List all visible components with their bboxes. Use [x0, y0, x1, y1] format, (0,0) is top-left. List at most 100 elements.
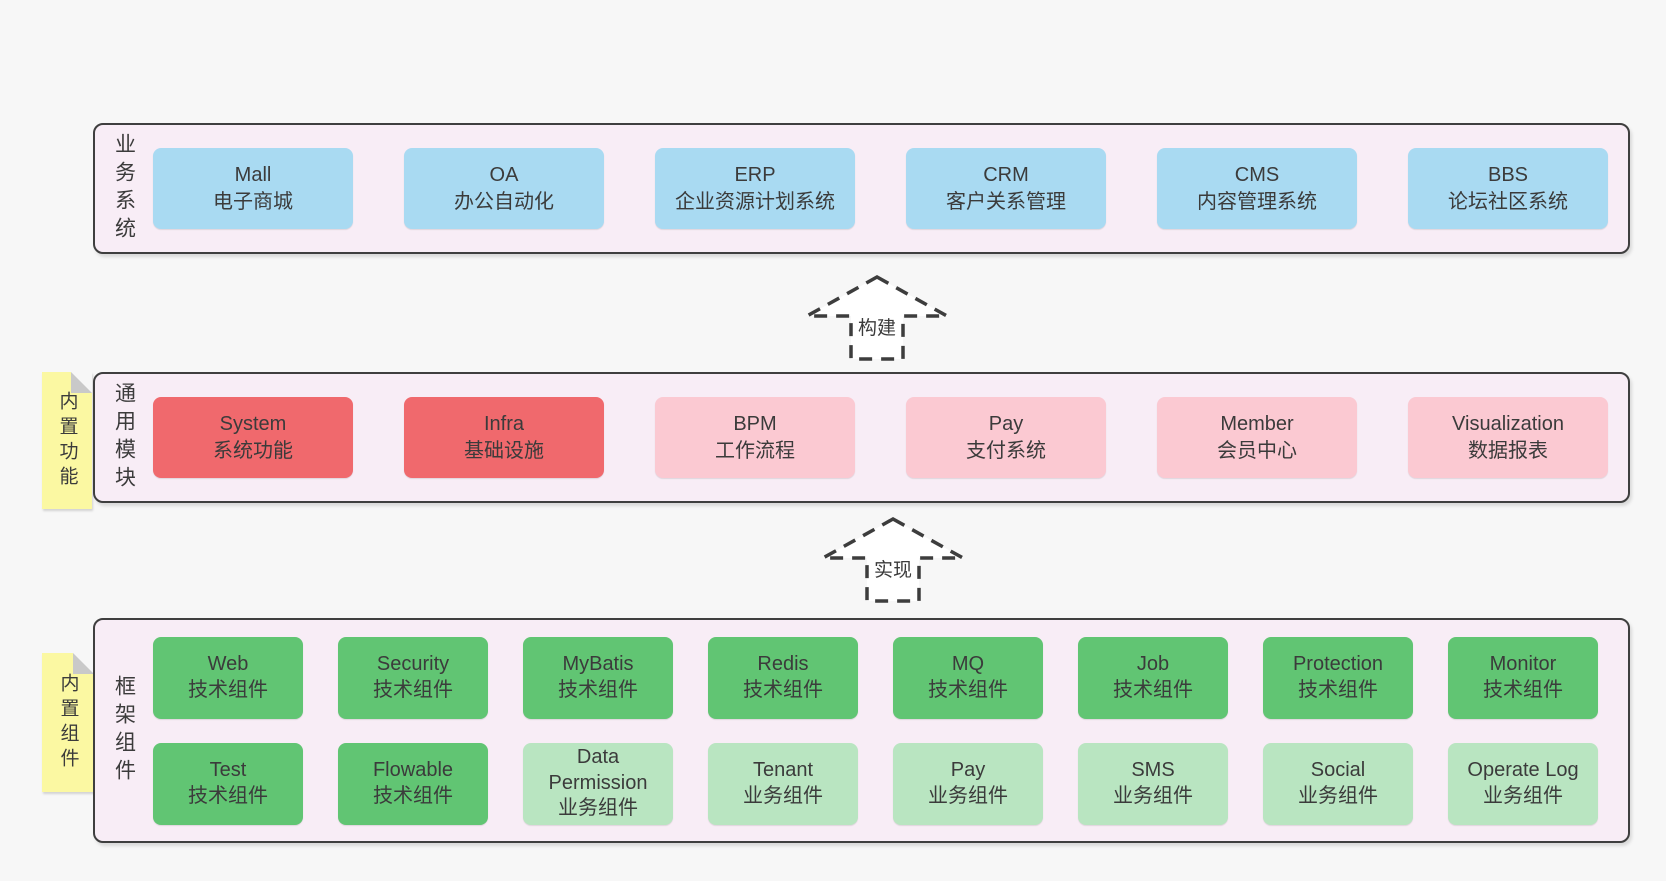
box-subtitle: 技术组件	[373, 678, 453, 701]
box-subtitle: 技术组件	[558, 678, 638, 701]
section-label-wrap: 框架组件	[95, 675, 153, 787]
sticky-note-builtin-components: 内置组件	[42, 653, 94, 792]
box-title: Flowable	[372, 758, 454, 781]
box-title: SMS	[1131, 758, 1175, 781]
box-flowable: Flowable 技术组件	[338, 742, 488, 825]
box-pay-component: Pay 业务组件	[893, 742, 1043, 825]
box-title: Redis	[757, 652, 809, 675]
box-title: ERP	[734, 163, 776, 186]
box-title: Pay	[950, 758, 986, 781]
box-title: CMS	[1234, 163, 1280, 186]
sticky-note-builtin-features: 内置功能	[42, 372, 92, 509]
box-subtitle: 基础设施	[464, 439, 544, 462]
box-mybatis: MyBatis 技术组件	[523, 636, 673, 719]
box-subtitle: 业务组件	[743, 784, 823, 807]
section-label-wrap: 通用模块	[95, 382, 153, 494]
common-modules-row: System 系统功能 Infra 基础设施 BPM 工作流程 Pay 支付系统…	[153, 397, 1612, 478]
box-erp: ERP 企业资源计划系统	[655, 148, 855, 229]
box-subtitle: 业务组件	[1298, 784, 1378, 807]
section-label: 框架组件	[112, 674, 136, 787]
box-visualization: Visualization 数据报表	[1408, 397, 1608, 478]
box-oa: OA 办公自动化	[404, 148, 604, 229]
box-title: Visualization	[1452, 412, 1564, 435]
box-monitor: Monitor 技术组件	[1448, 636, 1598, 719]
box-subtitle: 系统功能	[213, 439, 293, 462]
box-subtitle: 技术组件	[188, 678, 268, 701]
section-label: 业务系统	[112, 132, 136, 245]
box-subtitle: 论坛社区系统	[1448, 190, 1568, 213]
box-title: MQ	[951, 652, 985, 675]
box-subtitle: 业务组件	[1113, 784, 1193, 807]
box-subtitle: 业务组件	[928, 784, 1008, 807]
framework-row-1: Web 技术组件 Security 技术组件 MyBatis 技术组件 Redi…	[153, 636, 1612, 719]
box-title: Pay	[988, 412, 1024, 435]
box-title: Job	[1136, 652, 1170, 675]
section-common-modules: 通用模块 System 系统功能 Infra 基础设施 BPM 工作流程 Pay…	[93, 372, 1630, 503]
box-subtitle: 技术组件	[188, 784, 268, 807]
box-subtitle: 数据报表	[1468, 439, 1548, 462]
box-title: MyBatis	[562, 652, 634, 675]
framework-row-2: Test 技术组件 Flowable 技术组件 Data Permission …	[153, 742, 1612, 825]
box-title: Protection	[1292, 652, 1384, 675]
box-title: System	[219, 412, 287, 435]
box-title: BBS	[1487, 163, 1529, 186]
box-subtitle: 内容管理系统	[1197, 190, 1317, 213]
box-protection: Protection 技术组件	[1263, 636, 1413, 719]
box-title: Web	[207, 652, 249, 675]
folded-corner-icon	[73, 653, 94, 674]
box-subtitle: 客户关系管理	[946, 190, 1066, 213]
box-mall: Mall 电子商城	[153, 148, 353, 229]
box-title: Monitor	[1489, 652, 1557, 675]
box-cms: CMS 内容管理系统	[1157, 148, 1357, 229]
implement-arrow: 实现	[813, 516, 973, 609]
box-title: Social	[1310, 758, 1366, 781]
box-subtitle: 办公自动化	[454, 190, 554, 213]
box-title: BPM	[733, 412, 777, 435]
box-bbs: BBS 论坛社区系统	[1408, 148, 1608, 229]
box-subtitle: 技术组件	[1113, 678, 1193, 701]
box-subtitle: 工作流程	[715, 439, 795, 462]
box-title: Member	[1220, 412, 1294, 435]
implement-arrow-label: 实现	[874, 559, 912, 581]
box-bpm: BPM 工作流程	[655, 397, 855, 478]
box-subtitle: 技术组件	[373, 784, 453, 807]
box-title: Mall	[234, 163, 272, 186]
folded-corner-icon	[71, 372, 92, 393]
box-security: Security 技术组件	[338, 636, 488, 719]
sticky-note-label: 内置功能	[56, 390, 78, 491]
box-tenant: Tenant 业务组件	[708, 742, 858, 825]
box-system: System 系统功能	[153, 397, 353, 478]
box-member: Member 会员中心	[1157, 397, 1357, 478]
box-sms: SMS 业务组件	[1078, 742, 1228, 825]
dashed-up-arrow-icon: 实现	[816, 516, 970, 603]
box-title: OA	[489, 163, 519, 186]
box-subtitle: 业务组件	[1483, 784, 1563, 807]
box-subtitle: 业务组件	[558, 797, 638, 820]
box-mq: MQ 技术组件	[893, 636, 1043, 719]
box-title: Data Permission	[548, 746, 648, 794]
box-test: Test 技术组件	[153, 742, 303, 825]
box-title: Test	[209, 758, 247, 781]
framework-components-grid: Web 技术组件 Security 技术组件 MyBatis 技术组件 Redi…	[153, 636, 1612, 825]
box-subtitle: 支付系统	[966, 439, 1046, 462]
box-title: CRM	[983, 163, 1029, 186]
box-subtitle: 技术组件	[928, 678, 1008, 701]
box-title: Tenant	[752, 758, 814, 781]
box-title: Security	[376, 652, 450, 675]
box-social: Social 业务组件	[1263, 742, 1413, 825]
section-label-wrap: 业务系统	[95, 133, 153, 245]
box-pay-module: Pay 支付系统	[906, 397, 1106, 478]
box-crm: CRM 客户关系管理	[906, 148, 1106, 229]
box-title: Operate Log	[1467, 758, 1579, 781]
box-title: Infra	[483, 412, 525, 435]
box-web: Web 技术组件	[153, 636, 303, 719]
box-redis: Redis 技术组件	[708, 636, 858, 719]
box-subtitle: 会员中心	[1217, 439, 1297, 462]
box-subtitle: 技术组件	[1298, 678, 1378, 701]
build-arrow-label: 构建	[858, 317, 896, 339]
dashed-up-arrow-icon: 构建	[800, 274, 954, 361]
box-subtitle: 技术组件	[743, 678, 823, 701]
box-job: Job 技术组件	[1078, 636, 1228, 719]
sticky-note-label: 内置组件	[57, 672, 79, 773]
